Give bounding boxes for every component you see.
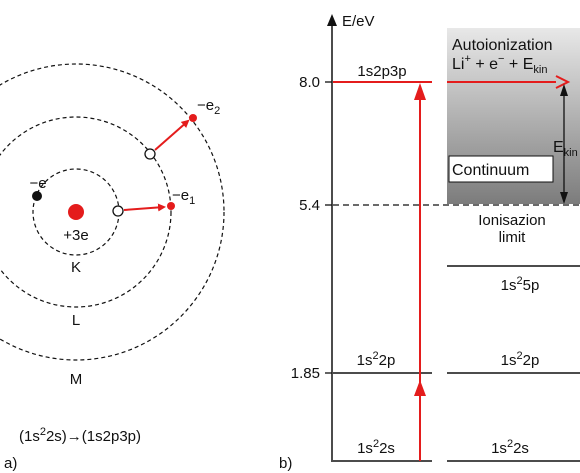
- panel-b-label: b): [279, 455, 292, 472]
- level-8-arrowhead: [555, 75, 571, 89]
- nucleus: [68, 204, 84, 220]
- excitation-arrowhead-lower: [414, 380, 426, 396]
- excitation-arrow-2: [154, 119, 190, 151]
- tick-label-8: 8.0: [299, 74, 320, 91]
- level-1s2-2s-left-label: 1s22s: [357, 438, 395, 457]
- electron-k: [32, 191, 42, 201]
- level-1s2-2s-right-label: 1s22s: [491, 438, 529, 457]
- shell-l-label: L: [72, 312, 80, 329]
- continuum-word-box: [448, 155, 554, 183]
- ionisation-limit-label-1: Ionisazion: [478, 212, 546, 229]
- ekin-label: Ekin: [553, 139, 578, 159]
- energy-axis-arrowhead: [327, 14, 337, 26]
- hole-l: [144, 148, 156, 160]
- panel-a-label: a): [4, 455, 17, 472]
- electron-k-label: −e: [29, 175, 46, 192]
- electron-2-label: −e2: [197, 97, 220, 117]
- nucleus-charge: +3e: [63, 227, 88, 244]
- autoionization-equation: Li+ + e− + Ekin: [452, 53, 547, 76]
- transition-label: (1s22s)→(1s2p3p): [19, 426, 141, 445]
- level-1s2-5p-label: 1s25p: [501, 275, 540, 294]
- electron-1-label: −e1: [172, 187, 195, 207]
- atom-diagram: +3e −e −e1 −e2 K L M (1s22s)→(1s2p3p) a): [0, 63, 225, 472]
- electron-2: [189, 114, 197, 122]
- excitation-arrow-1: [123, 203, 166, 212]
- electron-1: [167, 202, 175, 210]
- tick-label-1-85: 1.85: [291, 365, 320, 382]
- ekin-arrowhead-top: [560, 84, 568, 96]
- excitation-arrowhead-upper: [414, 83, 426, 100]
- shell-k-label: K: [71, 259, 81, 276]
- autoionization-title: Autoionization: [452, 37, 553, 54]
- ionisation-limit-label-2: limit: [499, 229, 526, 246]
- shell-l: [0, 116, 172, 308]
- hole-k: [112, 205, 124, 217]
- continuum-label: Continuum: [452, 162, 529, 179]
- energy-diagram: E/eV 8.0 5.4 1.85 1s2p3p 1s22p 1s22s 1s2…: [279, 13, 580, 472]
- tick-label-5-4: 5.4: [299, 197, 320, 214]
- ekin-arrowhead-bottom: [560, 192, 568, 204]
- level-1s2p3p-label: 1s2p3p: [357, 63, 406, 80]
- level-1s2-2p-right-label: 1s22p: [501, 350, 540, 369]
- level-1s2-2p-left-label: 1s22p: [357, 350, 396, 369]
- shell-m: [0, 63, 225, 361]
- axis-label: E/eV: [342, 13, 375, 30]
- shell-m-label: M: [70, 371, 83, 388]
